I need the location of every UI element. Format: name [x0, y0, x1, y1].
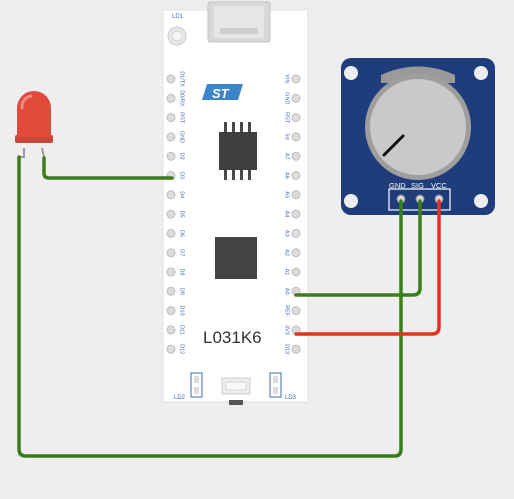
right-header-pin[interactable] [291, 248, 301, 258]
wire-a0-to-pot-sig[interactable] [294, 199, 422, 297]
left-pin-label: D4 [179, 191, 185, 198]
left-pin-header: D1/TX D0/RX RST GND D2D3D4D5D6D7D8D9D10D11D1… [166, 71, 185, 354]
led-highlight [20, 94, 33, 110]
left-header-pin[interactable] [166, 190, 176, 200]
left-pin-label: D0/RX [179, 90, 185, 107]
red-led[interactable] [15, 91, 53, 160]
knob-indicator [382, 134, 405, 157]
left-header-pin[interactable] [166, 248, 176, 258]
nucleo-board[interactable]: LD1 ST L031K6 [162, 1, 309, 405]
left-pin-label: D2 [179, 153, 185, 160]
usb-connector [207, 1, 271, 43]
right-pin-label: A7 [284, 153, 290, 160]
right-header-pin[interactable] [291, 306, 301, 316]
left-pin-label: D10 [179, 306, 185, 316]
left-pin-label: D7 [179, 249, 185, 256]
left-header-pin[interactable] [166, 74, 176, 84]
left-header-pin[interactable] [166, 151, 176, 161]
left-pin-label: D9 [179, 288, 185, 295]
ld3-led [269, 372, 282, 398]
left-header-pin[interactable] [166, 286, 176, 296]
right-pin-label: A5 [284, 191, 290, 198]
rotary-knob[interactable] [370, 79, 466, 175]
mount-hole-icon [344, 194, 358, 208]
left-header-pin[interactable] [166, 267, 176, 277]
soic-chip [219, 122, 257, 180]
mount-hole-icon [474, 66, 488, 80]
right-header-pin[interactable] [291, 93, 301, 103]
left-header-pin[interactable] [166, 209, 176, 219]
right-header-pin[interactable] [291, 228, 301, 238]
left-header-pin[interactable] [166, 325, 176, 335]
mount-hole-icon [344, 66, 358, 80]
pot-pin-sig-label: SIG [411, 181, 424, 190]
potentiometer-module[interactable]: GND SIG VCC [341, 58, 495, 215]
pot-pin-vcc-label: VCC [431, 181, 447, 190]
left-pin-label: RST [179, 112, 185, 124]
right-pin-label: A3 [284, 230, 290, 237]
left-pin-label: D1/TX [179, 71, 185, 87]
right-pin-label: REF [284, 305, 290, 317]
left-pin-label: D8 [179, 268, 185, 275]
right-pin-label: VIN [284, 74, 290, 83]
mcu-chip [215, 237, 257, 279]
board-name: L031K6 [203, 328, 262, 347]
right-header-pin[interactable] [291, 209, 301, 219]
left-header-pin[interactable] [166, 344, 176, 354]
left-pin-label: D3 [179, 172, 185, 179]
ld3-label: LD3 [285, 395, 297, 401]
right-pin-label: 3V3 [284, 325, 290, 335]
left-pin-label: GND [179, 131, 185, 143]
right-header-pin[interactable] [291, 171, 301, 180]
left-header-pin[interactable] [166, 306, 176, 316]
wires [17, 155, 441, 458]
wire-3v3-to-pot-vcc[interactable] [294, 199, 441, 336]
right-header-pin[interactable] [291, 267, 301, 277]
right-header-pin[interactable] [291, 151, 301, 161]
left-header-pin[interactable] [166, 228, 176, 238]
left-header-pin[interactable] [166, 113, 176, 123]
right-header-pin[interactable] [291, 344, 301, 354]
left-header-pin[interactable] [166, 132, 176, 142]
mount-hole-icon [474, 194, 488, 208]
right-pin-label: A2 [284, 249, 290, 256]
pot-pin-gnd-label: GND [389, 181, 406, 190]
right-pin-label: D13 [284, 344, 290, 354]
left-pin-label: D12 [179, 344, 185, 354]
reset-button[interactable] [221, 377, 251, 405]
svg-text:ST: ST [212, 86, 230, 101]
left-pin-label: D6 [179, 230, 185, 237]
left-pin-label: D5 [179, 211, 185, 218]
right-header-pin[interactable] [291, 132, 301, 142]
ld2-label: LD2 [174, 395, 186, 401]
led-body [17, 91, 51, 137]
right-pin-label: 5V [284, 134, 290, 141]
right-header-pin[interactable] [291, 74, 301, 84]
right-pin-label: RST [284, 112, 290, 124]
left-pin-label: D11 [179, 325, 185, 335]
board-body [162, 9, 309, 403]
right-pin-label: A4 [284, 211, 290, 218]
ld2-led [190, 372, 203, 398]
wire-led-cathode-to-pot-gnd[interactable] [17, 155, 403, 458]
right-pin-label: A0 [284, 288, 290, 295]
right-pin-label: A1 [284, 269, 290, 276]
right-pin-label: GND [284, 92, 290, 104]
wire-led-anode-to-d3[interactable] [42, 156, 174, 180]
right-header-pin[interactable] [291, 190, 301, 200]
st-logo-icon: ST [202, 84, 243, 101]
right-header-pin[interactable] [291, 113, 301, 123]
ld1-led [167, 26, 187, 46]
left-header-pin[interactable] [166, 93, 176, 103]
right-pin-label: A6 [284, 172, 290, 179]
ld1-label: LD1 [172, 14, 184, 20]
